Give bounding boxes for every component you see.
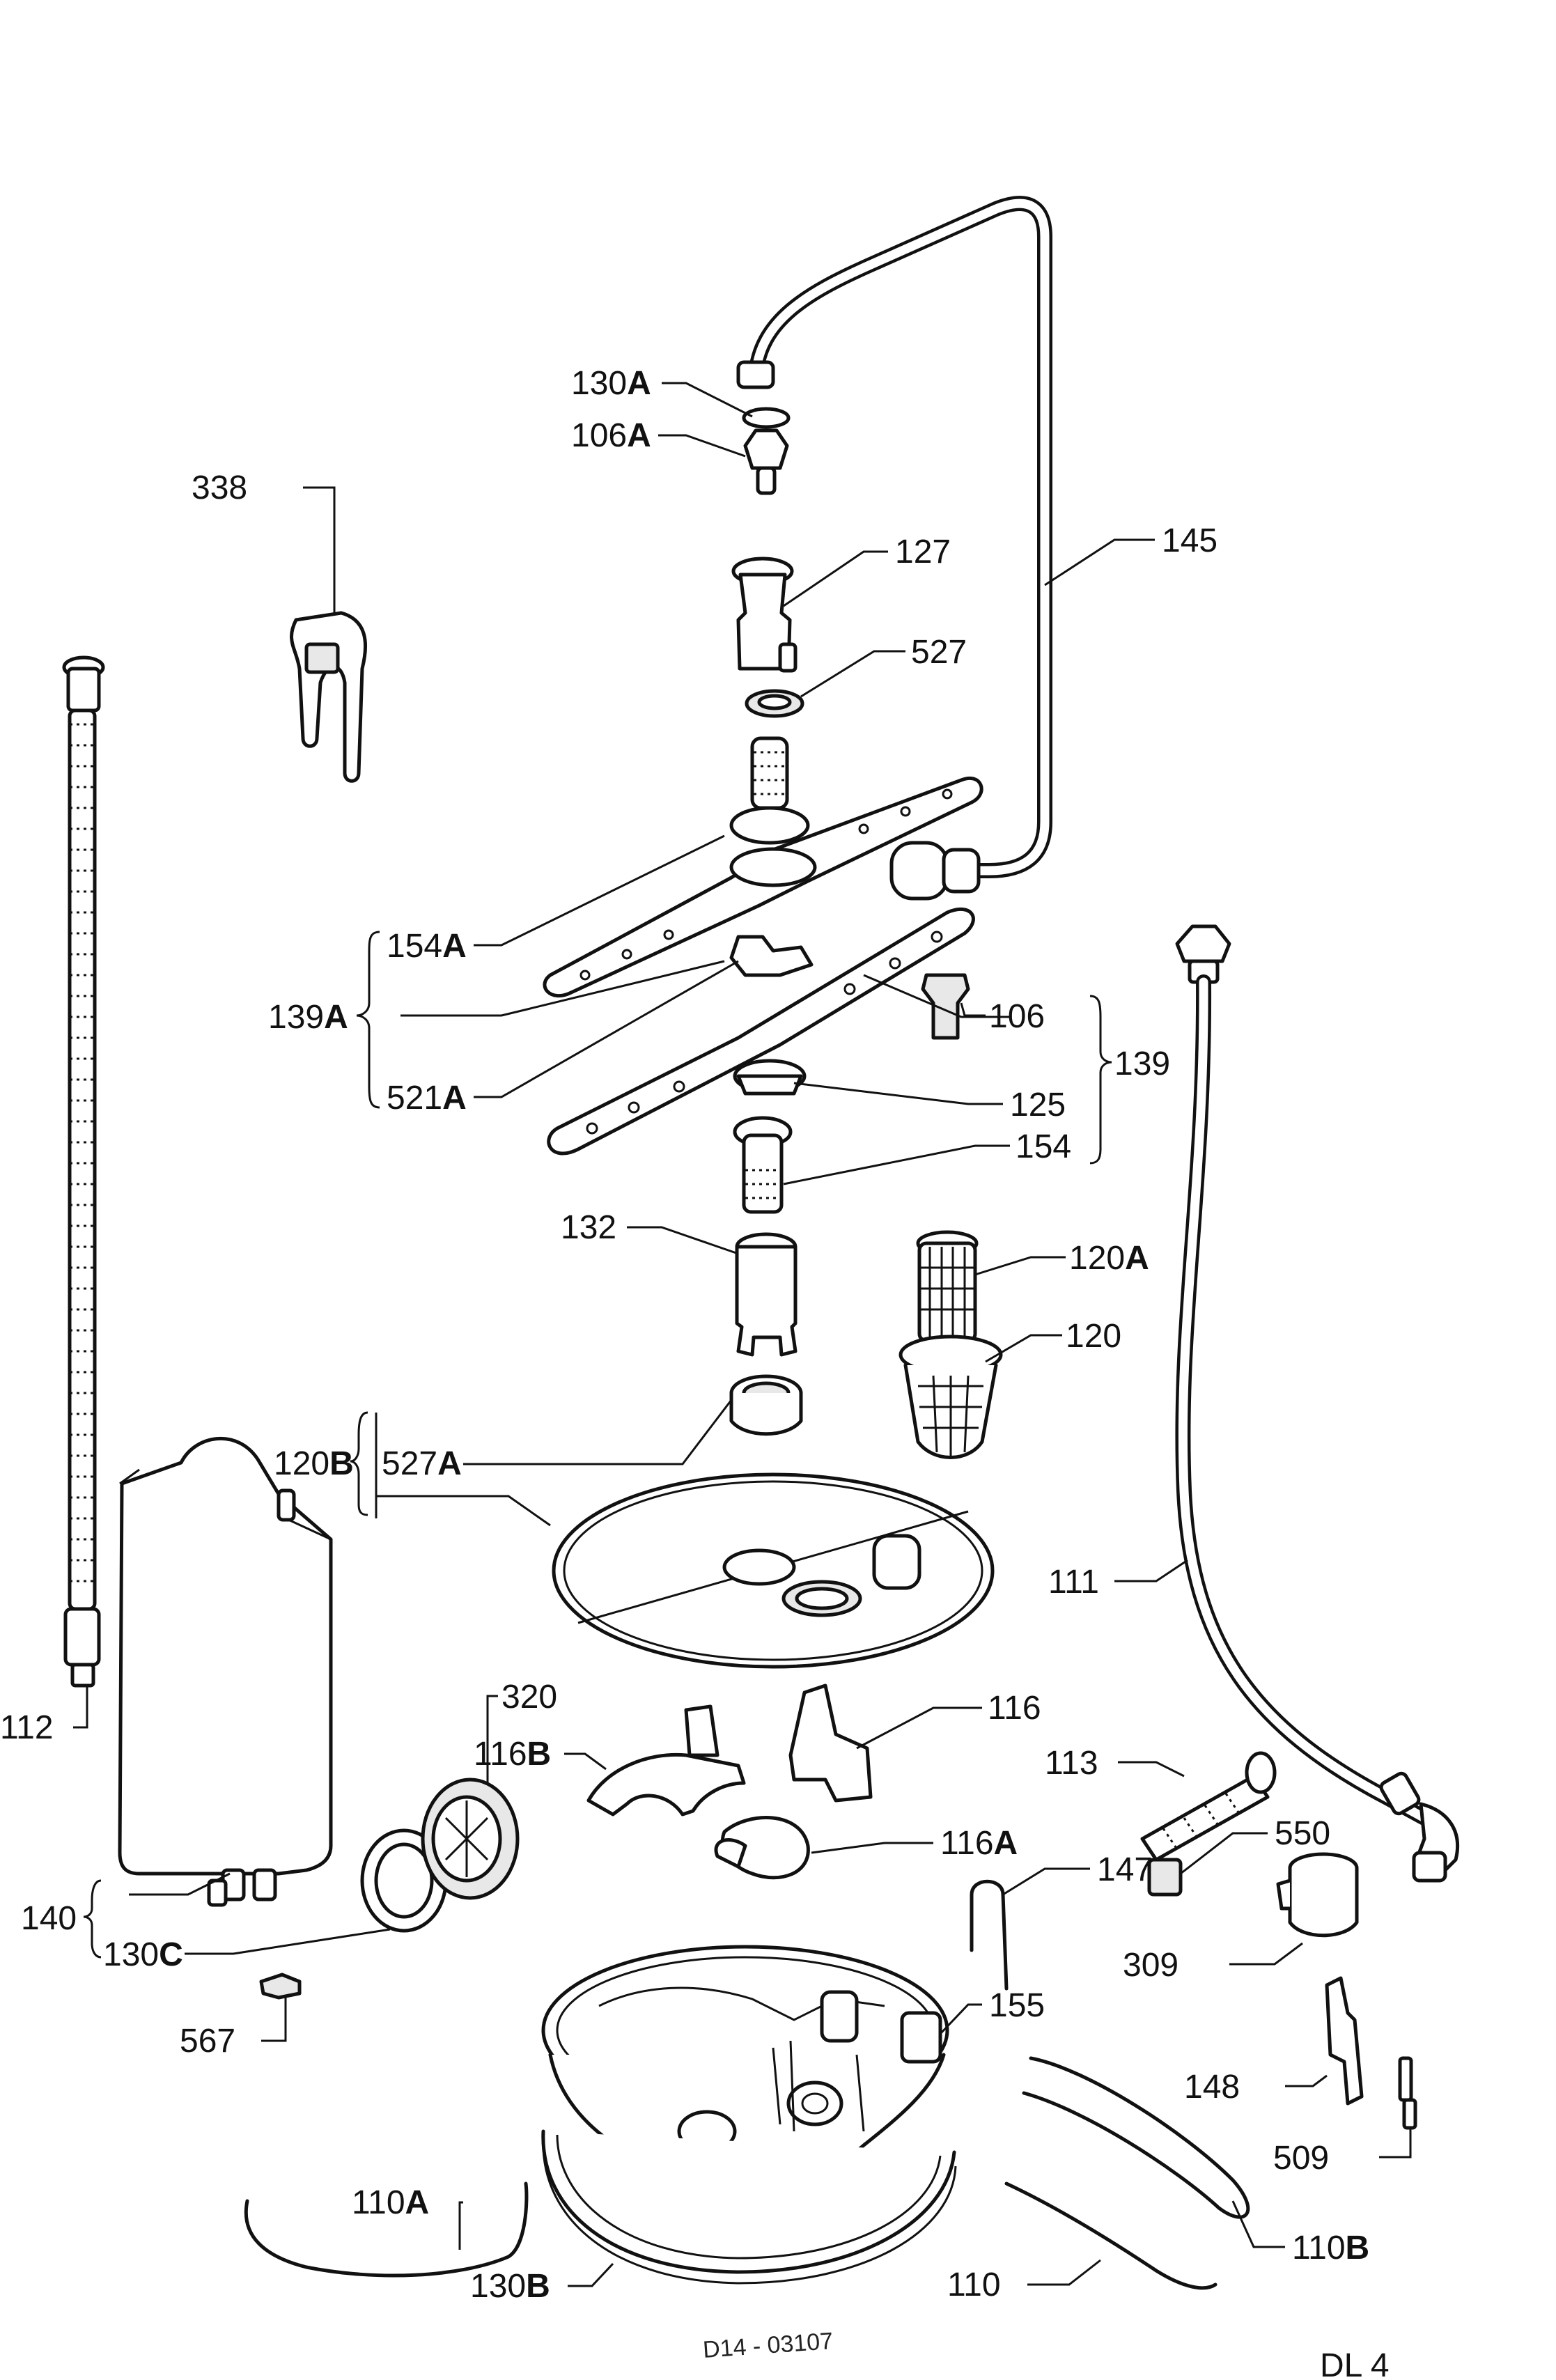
part-116a	[714, 1816, 810, 1880]
part-113-hose	[1140, 1751, 1277, 1862]
part-147-clip	[970, 1879, 1009, 1991]
part-120-filter-cup	[898, 1335, 1003, 1459]
part-112-flex-hose	[62, 655, 105, 1688]
label-567: 567	[180, 2023, 235, 2060]
label-120: 120	[1066, 1318, 1121, 1355]
label-110b: 110B	[1292, 2230, 1369, 2266]
part-154a-upper-spray-arm	[543, 736, 983, 998]
label-148: 148	[1184, 2069, 1240, 2106]
label-110a: 110A	[352, 2184, 429, 2221]
label-116b: 116B	[474, 1736, 551, 1773]
label-127: 127	[895, 534, 951, 570]
label-116a: 116A	[940, 1825, 1018, 1862]
label-139a: 139A	[268, 999, 348, 1036]
label-120b: 120B	[274, 1445, 354, 1482]
label-320: 320	[501, 1679, 557, 1716]
label-550: 550	[1275, 1815, 1330, 1852]
part-550-block	[1147, 1858, 1183, 1897]
part-155-sump	[541, 1945, 949, 2231]
part-139-lower-spray-arm	[547, 907, 975, 1156]
label-130a: 130A	[571, 365, 651, 402]
label-120a: 120A	[1069, 1240, 1149, 1277]
label-527: 527	[911, 634, 967, 671]
label-155: 155	[989, 1987, 1045, 2024]
part-120b-filter-plate	[552, 1472, 995, 1669]
part-145-supply-pipe	[736, 196, 1052, 901]
label-521a: 521A	[387, 1080, 467, 1117]
label-113: 113	[1045, 1745, 1098, 1782]
drawing-code: D14 - 03107	[702, 2328, 834, 2363]
label-130c: 130C	[103, 1936, 183, 1973]
part-154-hub	[733, 1116, 793, 1214]
part-140-tank	[118, 1436, 333, 1907]
part-338-clip	[290, 611, 368, 783]
leader-lines	[73, 382, 1412, 2287]
label-111: 111	[1048, 1564, 1099, 1601]
label-125: 125	[1010, 1087, 1066, 1123]
label-139: 139	[1114, 1045, 1170, 1082]
label-130b: 130B	[470, 2268, 550, 2305]
label-106a: 106A	[571, 417, 651, 454]
part-130a-o-ring	[742, 407, 791, 429]
label-106: 106	[989, 998, 1045, 1035]
label-145: 145	[1162, 522, 1217, 559]
label-132: 132	[561, 1209, 616, 1246]
part-106a-nut	[743, 428, 789, 495]
part-521a-clip	[729, 935, 814, 977]
part-567-clip	[259, 1973, 302, 2000]
part-509-pin	[1398, 2056, 1417, 2130]
label-140: 140	[21, 1900, 77, 1937]
part-127-connector	[731, 557, 798, 673]
label-110: 110	[947, 2266, 1001, 2303]
part-111-drain-hose	[1175, 924, 1460, 1883]
part-527-ring	[745, 689, 804, 718]
part-320-impeller	[421, 1778, 520, 1900]
part-120a-inner-filter	[916, 1230, 979, 1343]
label-527a: 527A	[382, 1445, 462, 1482]
part-309-cap	[1276, 1852, 1359, 1938]
part-110a-tube	[244, 2181, 529, 2278]
label-509: 509	[1273, 2140, 1329, 2177]
label-154a: 154A	[387, 928, 467, 965]
part-116	[788, 1683, 873, 1803]
sheet-id: DL 4	[1320, 2347, 1390, 2380]
part-130b-gasket	[541, 2129, 957, 2285]
part-116b	[586, 1704, 746, 1817]
part-106-clip	[921, 973, 970, 1040]
part-527a-ring	[729, 1374, 803, 1436]
label-147: 147	[1097, 1851, 1153, 1888]
part-132-central-pipe	[735, 1232, 798, 1357]
label-338: 338	[192, 469, 247, 506]
part-148-bracket	[1325, 1976, 1364, 2106]
label-112: 112	[0, 1709, 54, 1746]
label-116: 116	[988, 1690, 1041, 1727]
part-125-bearing	[733, 1059, 807, 1096]
part-110-tube	[1004, 2181, 1217, 2290]
group-braces	[83, 931, 1112, 1959]
label-309: 309	[1123, 1947, 1178, 1984]
part-110b-tube	[1022, 2056, 1250, 2219]
part-labels: 130A 106A 338 127 145 527 154A 139A 521A…	[0, 365, 1369, 2305]
label-154: 154	[1016, 1128, 1071, 1165]
